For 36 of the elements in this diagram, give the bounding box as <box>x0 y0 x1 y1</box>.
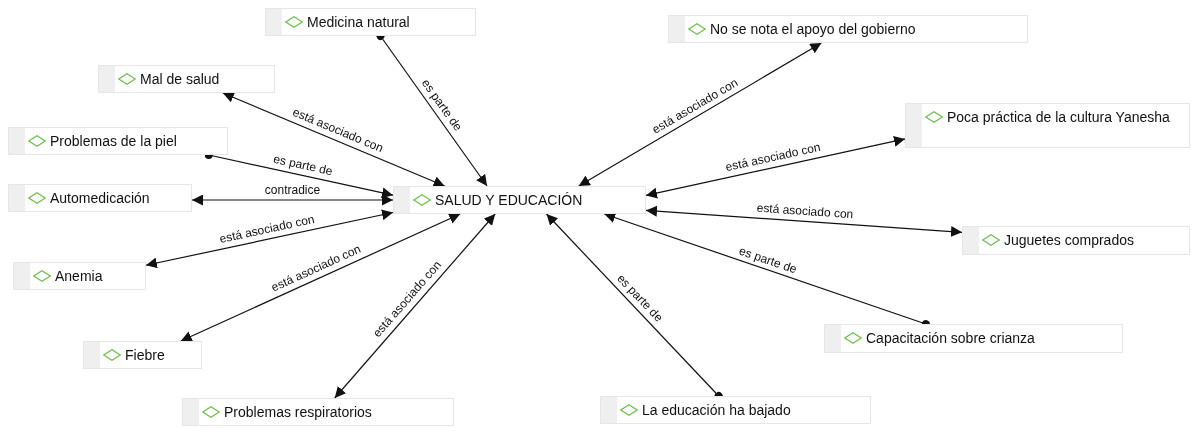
node-label: SALUD Y EDUCACIÓN <box>435 192 583 209</box>
node-label: Juguetes comprados <box>1004 232 1134 249</box>
node-label: La educación ha bajado <box>642 402 791 419</box>
node-label: Poca práctica de la cultura Yanesha <box>947 109 1170 126</box>
node-label: Problemas respiratorios <box>224 404 372 421</box>
concept-box <box>905 103 1190 148</box>
concept-box <box>393 186 646 214</box>
concept-box <box>8 184 192 212</box>
concept-box <box>824 324 1123 353</box>
node-label: Anemia <box>55 268 103 285</box>
node-label: Mal de salud <box>140 71 220 88</box>
concept-box <box>8 127 228 155</box>
node-label: Capacitación sobre crianza <box>866 330 1035 347</box>
concept-box <box>265 8 476 36</box>
edge-label: contradice <box>262 184 323 196</box>
concept-box <box>668 15 1028 43</box>
concept-box <box>13 262 146 290</box>
concept-box <box>98 65 275 93</box>
arrow <box>645 205 963 237</box>
arrow <box>578 42 822 187</box>
concept-box <box>83 341 202 369</box>
concept-box <box>182 398 454 426</box>
edge-label: está asociado con <box>754 201 856 221</box>
concept-box <box>962 226 1190 255</box>
arrow <box>191 194 394 206</box>
node-label: Problemas de la piel <box>50 133 177 150</box>
arrow <box>645 135 906 199</box>
arrow <box>145 209 394 269</box>
node-label: No se nota el apoyo del gobierno <box>710 21 916 38</box>
arrow <box>180 213 461 342</box>
node-label: Automedicación <box>50 190 150 207</box>
node-label: Fiebre <box>125 347 165 364</box>
arrow <box>222 92 446 187</box>
concept-box <box>600 396 871 424</box>
node-label: Medicina natural <box>307 14 410 31</box>
arrow <box>334 213 496 399</box>
